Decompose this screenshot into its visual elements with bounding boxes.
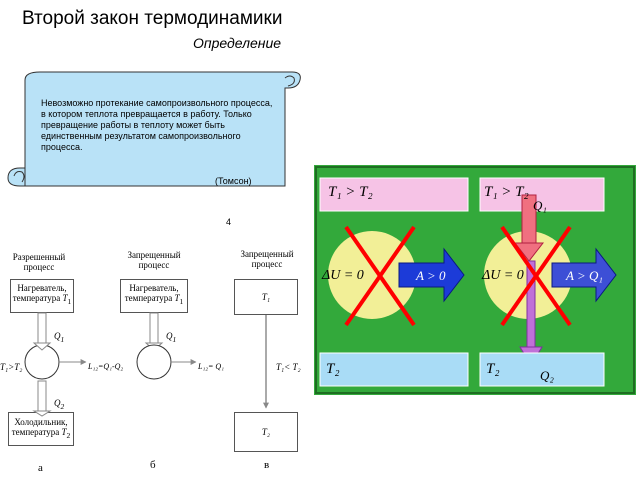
panel-left-bottom-label: T₂ (326, 361, 340, 377)
panel-right-du: ΔU = 0 (482, 268, 524, 283)
definition-scroll (7, 71, 301, 187)
panel-right-top-box (479, 177, 605, 212)
scheme-a-q1: Q1 (54, 331, 65, 344)
schemes-graphics (24, 312, 269, 417)
scheme-a-q2: Q2 (54, 398, 65, 411)
panel-right-q2-label: Q₂ (540, 368, 554, 383)
panel-left-cross-b (344, 225, 416, 327)
stray-char: 4 (226, 217, 232, 227)
panel-left-du: ΔU = 0 (322, 268, 364, 283)
scheme-a-caption: Разрешенный процесс (12, 252, 66, 272)
panel-right-work-arrow (551, 247, 617, 303)
scheme-v-top-label: T₁ (261, 292, 271, 302)
scheme-a-heater-label: Нагреватель, температура T1 (12, 283, 72, 306)
scheme-v-top-box: T₁ (234, 279, 298, 315)
scheme-a-letter: а (38, 462, 43, 474)
slide-title: Второй закон термодинамики (22, 8, 283, 29)
panel-left (319, 177, 469, 387)
panel-right-bottom-label: T₂ (486, 361, 500, 377)
panel-right (479, 177, 617, 387)
scheme-v-letter: в (264, 459, 270, 471)
panel-right-work: A > Q₁ (566, 268, 603, 283)
scheme-b-q1: Q1 (166, 331, 177, 344)
slide-subtitle: Определение (193, 35, 282, 51)
scheme-a-cooler-label: Холодильник, температура T2 (11, 417, 71, 440)
panel-right-bottom-box (479, 352, 605, 387)
scheme-v-bottom-label: T₂ (261, 427, 271, 437)
scheme-b-caption: Запрещенный процесс (127, 250, 181, 270)
panel-right-cross-b (500, 225, 572, 327)
scheme-v-caption: Запрещенный процесс (240, 249, 294, 269)
panel-left-bottom-box (319, 352, 469, 387)
right-panel (314, 165, 636, 395)
panel-right-top-label: T₁ > T₂ (484, 184, 529, 200)
scheme-b-work-left: L₁₂=Q₁-Q₂ (88, 362, 124, 371)
scheme-b-work-right: L₁₂= Q₁ (198, 362, 224, 371)
scheme-b-letter: б (150, 459, 156, 471)
panel-right-q1-label: Q₁ (533, 198, 547, 213)
panel-left-top-label: T₁ > T₂ (328, 184, 373, 200)
panel-left-work-arrow (398, 247, 465, 303)
panel-left-work: A > 0 (416, 268, 446, 283)
panel-left-top-box (319, 177, 469, 212)
scheme-v-bottom-box: T₂ (234, 412, 298, 452)
scheme-b-heater-label: Нагреватель, температура T1 (124, 283, 184, 306)
definition-author: (Томсон) (215, 176, 252, 186)
scheme-a-condition: T₁>T₂ (0, 362, 23, 372)
scheme-v-condition: T₁< T₂ (276, 362, 301, 372)
definition-text: Невозможно протекание самопроизвольного … (41, 98, 273, 152)
